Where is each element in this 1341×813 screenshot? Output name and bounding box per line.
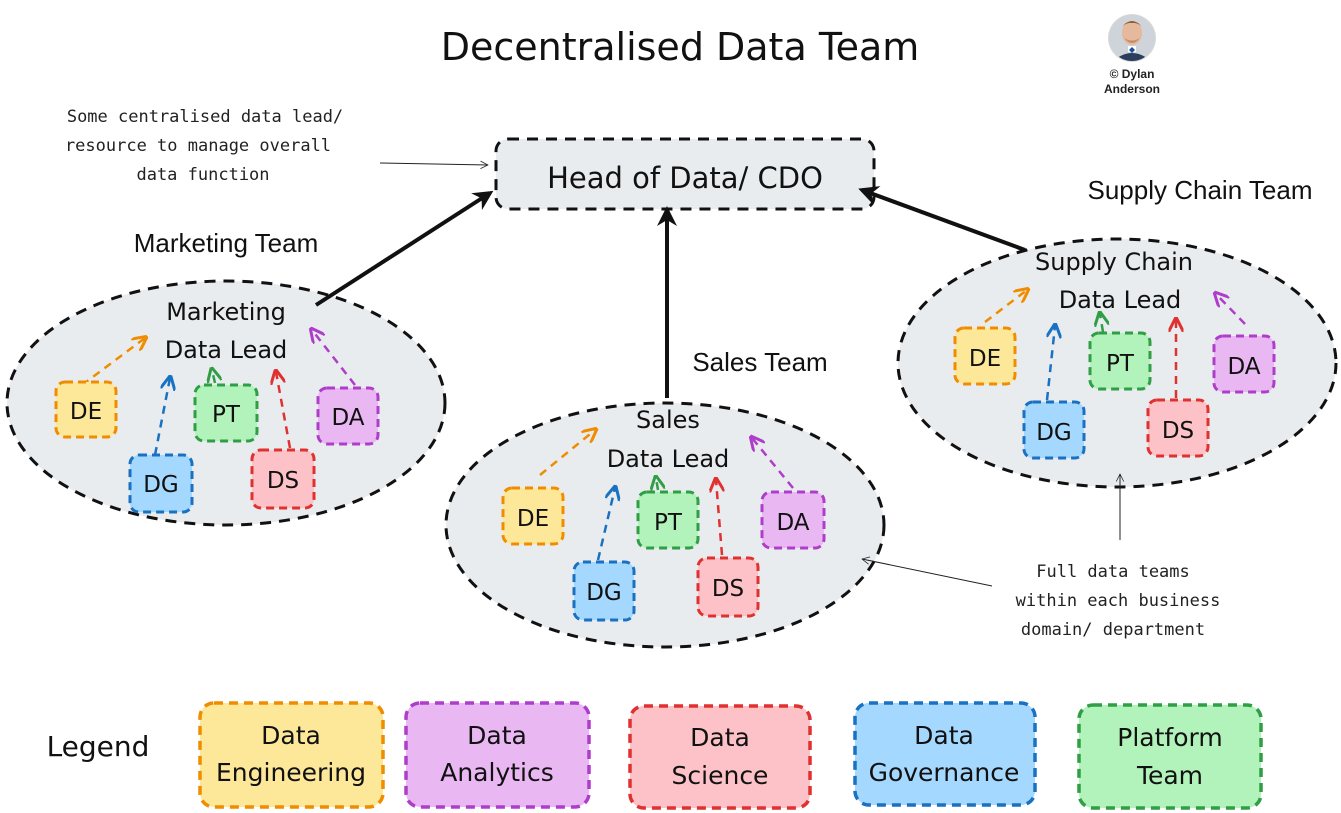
role-box-ds (1146, 398, 1210, 458)
central-note-line: resource to manage overall (65, 136, 331, 156)
legend-item-platform-team (1077, 703, 1263, 810)
legend-item-data-analytics (404, 701, 591, 809)
role-box-de (54, 380, 118, 439)
role-box-de-label: DE (70, 399, 102, 425)
role-box-ds (250, 448, 316, 510)
role-box-dg (572, 560, 636, 622)
role-box-dg-label: DG (1036, 420, 1072, 446)
role-box-da (1212, 334, 1276, 394)
role-box-pt-label: PT (654, 510, 683, 536)
supply-chain-to-cdo-arrow (858, 186, 1026, 252)
role-box-pt-label: PT (212, 402, 241, 428)
role-box-da (316, 386, 380, 446)
role-box-da-label: DA (331, 405, 364, 431)
role-box-dg (1022, 400, 1086, 460)
legend-item-label: Science (672, 761, 769, 790)
role-box-pt (636, 490, 700, 550)
role-box-de-label: DE (969, 346, 1001, 372)
legend-item-label: Data (914, 721, 974, 750)
author-avatar (1108, 14, 1156, 62)
role-arrow (1045, 326, 1055, 401)
marketing-lead-label: Marketing (166, 298, 286, 326)
role-box-pt (1088, 331, 1152, 391)
central-note-arrow (379, 163, 488, 165)
legend-item-data-governance (853, 701, 1037, 807)
sales-lead-label: Data Lead (607, 445, 730, 473)
sales-team-label: Sales Team (692, 347, 827, 377)
head-of-data-label: Head of Data/ CDO (547, 161, 823, 195)
role-arrow (984, 290, 1027, 323)
legend-item-label: Data (690, 723, 750, 752)
role-arrow (539, 430, 595, 476)
diagram-title: Decentralised Data Team (441, 25, 920, 69)
role-box-dg-label: DG (143, 472, 179, 498)
head-of-data-box (494, 137, 876, 211)
legend-item-label: Governance (869, 758, 1020, 787)
supply-chain-lead-label: Supply Chain (1035, 248, 1193, 276)
full-teams-note-line: Full data teams (1036, 562, 1190, 582)
role-box-de-label: DE (517, 506, 549, 532)
role-box-da-label: DA (1227, 354, 1260, 380)
author-copyright: © Dylan (1110, 67, 1155, 81)
full-teams-note-line: domain/ department (1021, 620, 1205, 640)
role-box-da (760, 490, 826, 550)
legend-item-label: Team (1136, 761, 1203, 790)
role-arrow (656, 478, 658, 490)
full-teams-note-line: within each business (1016, 591, 1221, 611)
marketing-team-label: Marketing Team (134, 228, 319, 258)
marketing-lead-label: Data Lead (165, 336, 288, 364)
role-arrow (596, 488, 615, 561)
role-box-pt (193, 383, 259, 443)
role-box-de (501, 486, 565, 546)
legend-item-label: Data (261, 721, 321, 750)
supply-chain-lead-label: Data Lead (1059, 286, 1182, 314)
role-box-de (953, 326, 1017, 386)
supply-chain-team-label: Supply Chain Team (1088, 175, 1313, 205)
role-arrow (212, 370, 215, 383)
full-teams-note: Full data teams within each business dom… (1016, 562, 1221, 640)
role-arrow (716, 480, 722, 556)
role-box-pt-label: PT (1106, 351, 1135, 377)
central-note-line: Some centralised data lead/ (67, 107, 343, 127)
role-box-da-label: DA (776, 510, 809, 536)
role-box-dg-label: DG (586, 580, 622, 606)
role-box-ds-label: DS (1162, 418, 1194, 444)
role-arrow (752, 438, 794, 489)
legend-item-label: Analytics (440, 758, 554, 787)
legend-label: Legend (47, 730, 150, 763)
sales-lead-label: Sales (636, 406, 700, 434)
role-box-dg (128, 453, 194, 514)
central-note: Some centralised data lead/ resource to … (65, 107, 343, 185)
role-arrow (312, 330, 356, 386)
full-teams-note-arrow-left (862, 559, 993, 587)
author-name: Anderson (1104, 82, 1160, 96)
legend-item-label: Platform (1117, 723, 1222, 752)
central-note-line: data function (136, 165, 269, 185)
role-box-ds (696, 556, 760, 618)
legend-item-label: Engineering (216, 758, 366, 787)
legend-item-label: Data (467, 721, 527, 750)
role-box-ds-label: DS (267, 468, 299, 494)
marketing-to-cdo-arrow (314, 190, 494, 307)
legend-item-data-science (628, 704, 812, 810)
role-arrow (1216, 294, 1246, 325)
role-arrow (1100, 314, 1103, 333)
legend-item-data-engineering (198, 701, 385, 809)
role-box-ds-label: DS (712, 576, 744, 602)
